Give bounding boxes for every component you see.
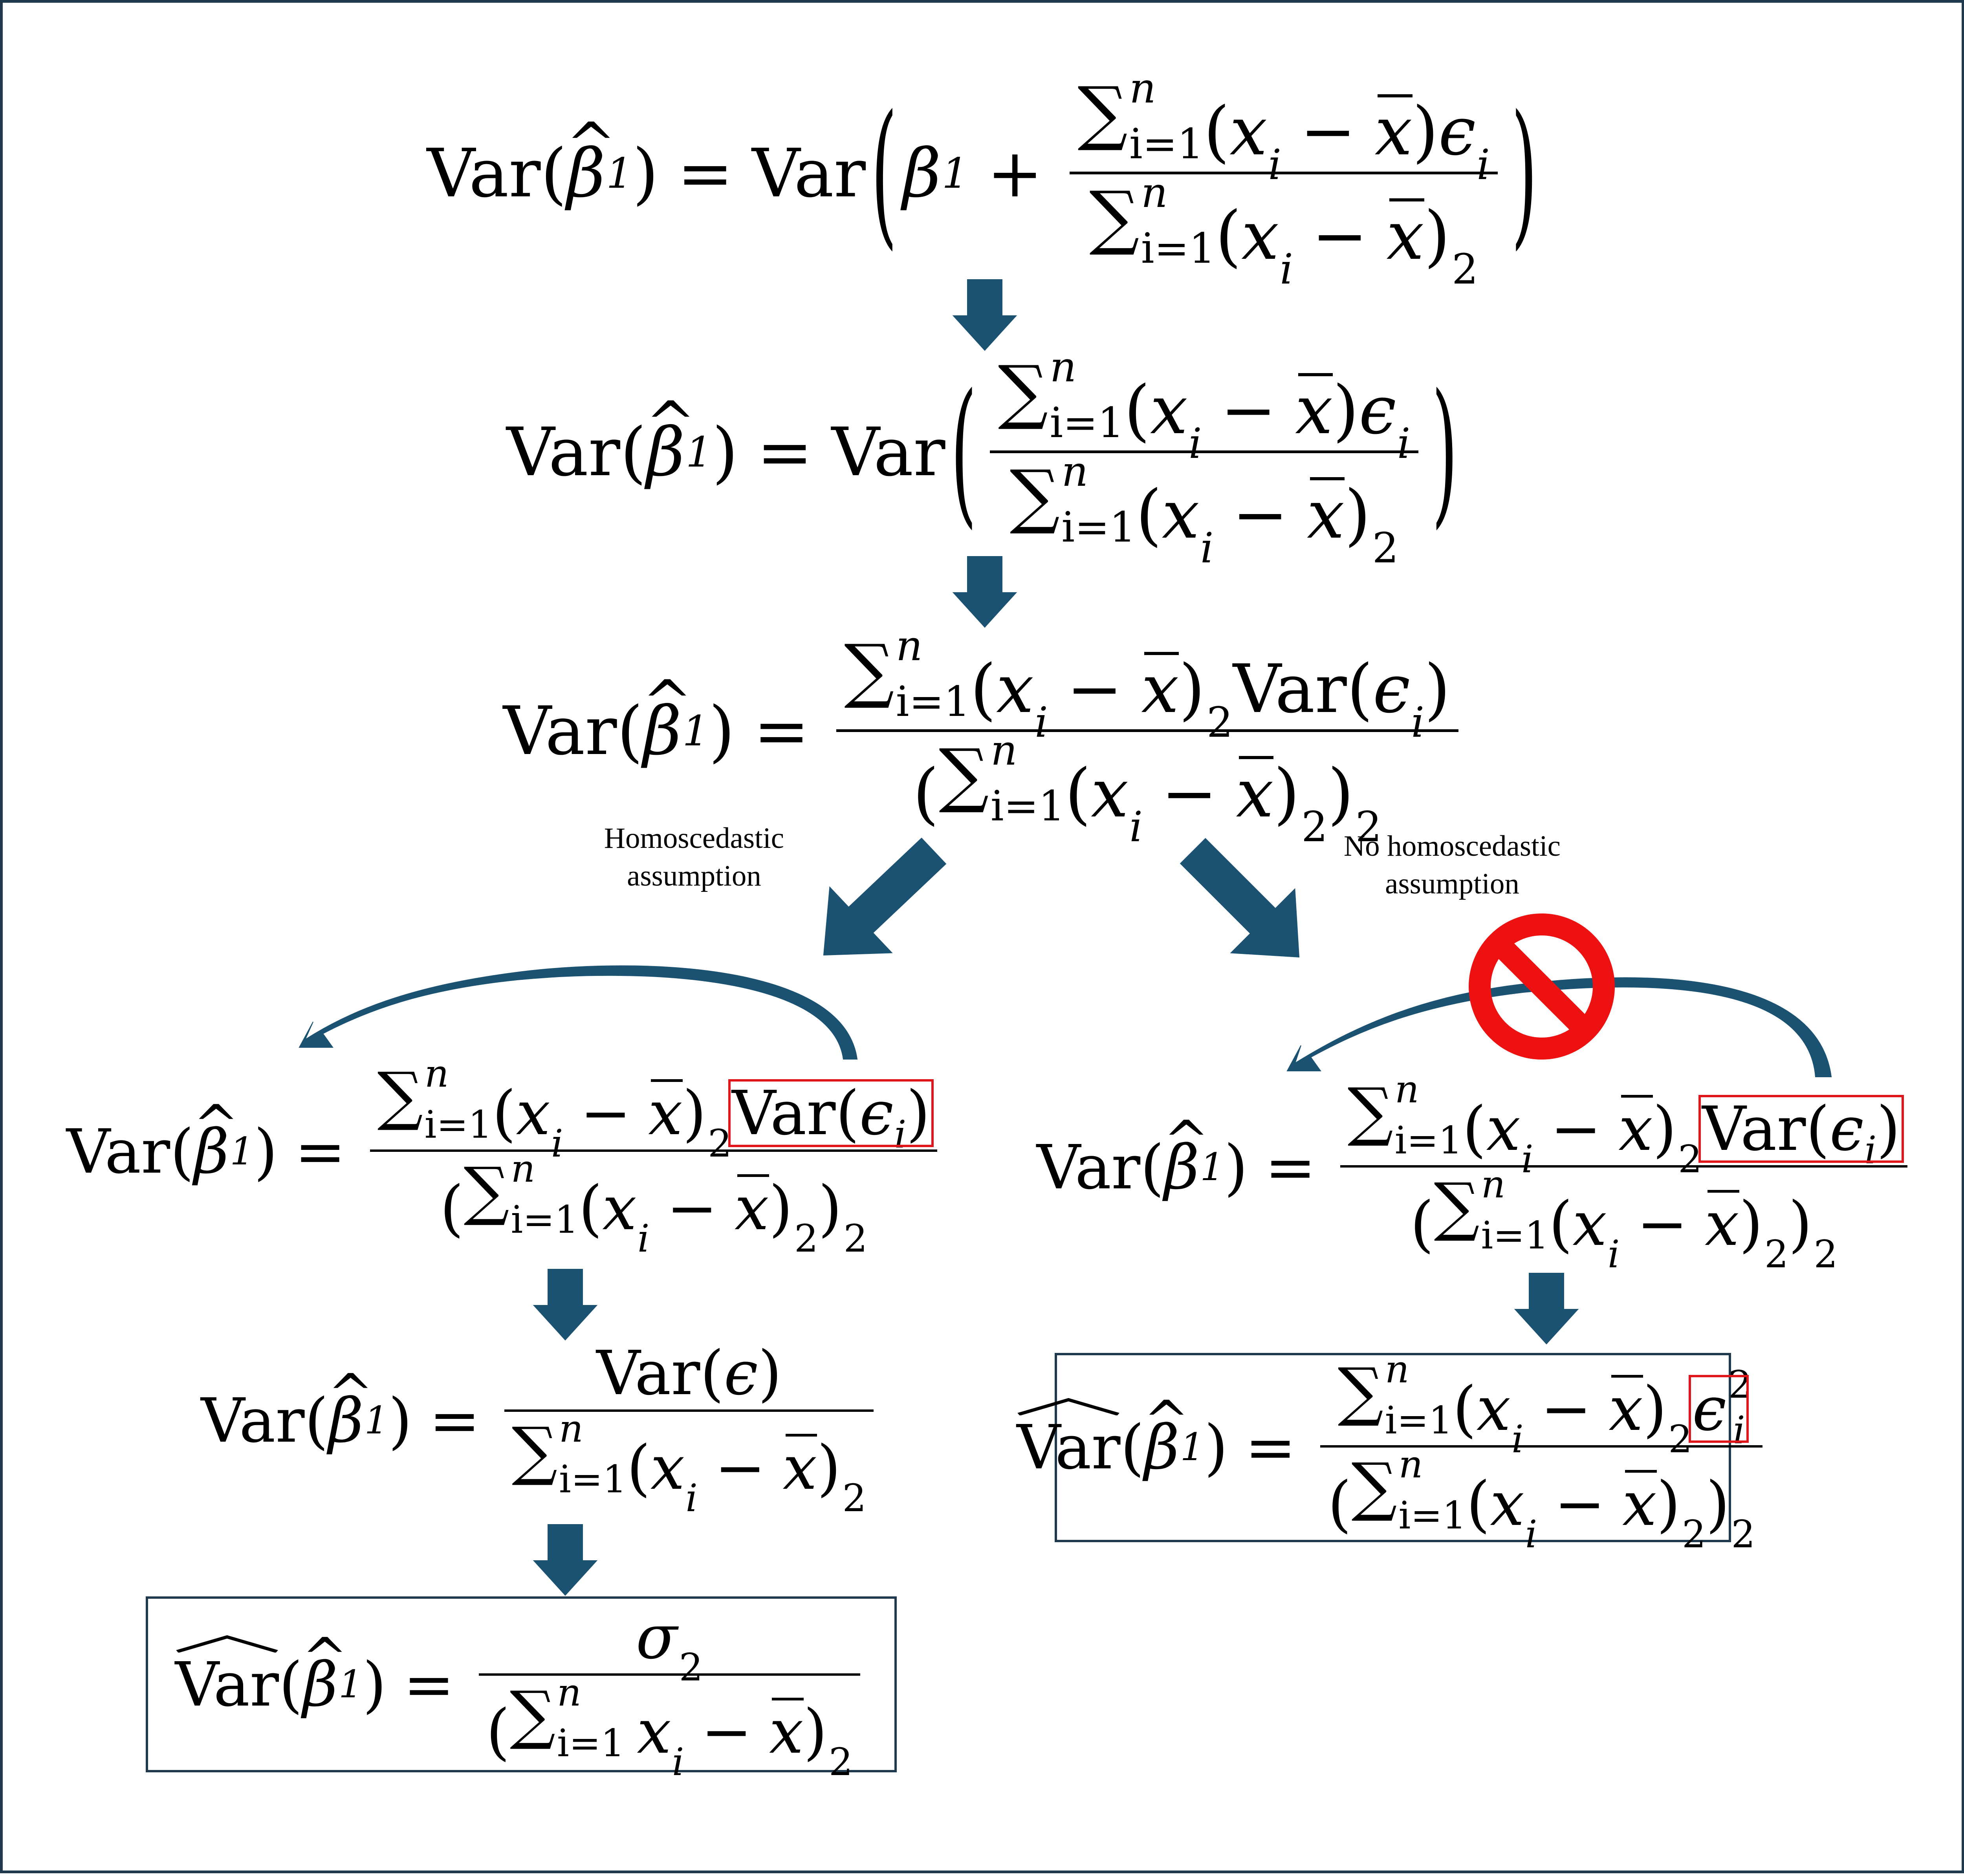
no-entry-icon [1469,913,1615,1060]
label-homoscedastic: Homoscedastic assumption [604,822,784,892]
highlight-var-epsilon: Var(ϵi) [1698,1093,1904,1172]
arrow-down-left-icon [823,837,947,956]
arrow-layer [299,279,1832,1596]
arrow-down-icon [533,1269,598,1341]
arrow-down-icon [1514,1273,1579,1345]
arrow-down-icon [952,556,1017,628]
result-box-homoscedastic [146,1596,897,1772]
label-no-homoscedastic: No homoscedastic assumption [1344,830,1561,900]
arrow-down-icon [533,1524,598,1596]
arrow-down-right-icon [1180,838,1300,958]
highlight-epsilon-squared: ϵ2i [1689,1363,1752,1452]
arrow-down-icon [952,279,1017,351]
curved-arrow-icon [1286,977,1832,1077]
highlight-var-epsilon: Var(ϵi) [728,1077,934,1157]
curved-arrow-icon [299,965,858,1060]
